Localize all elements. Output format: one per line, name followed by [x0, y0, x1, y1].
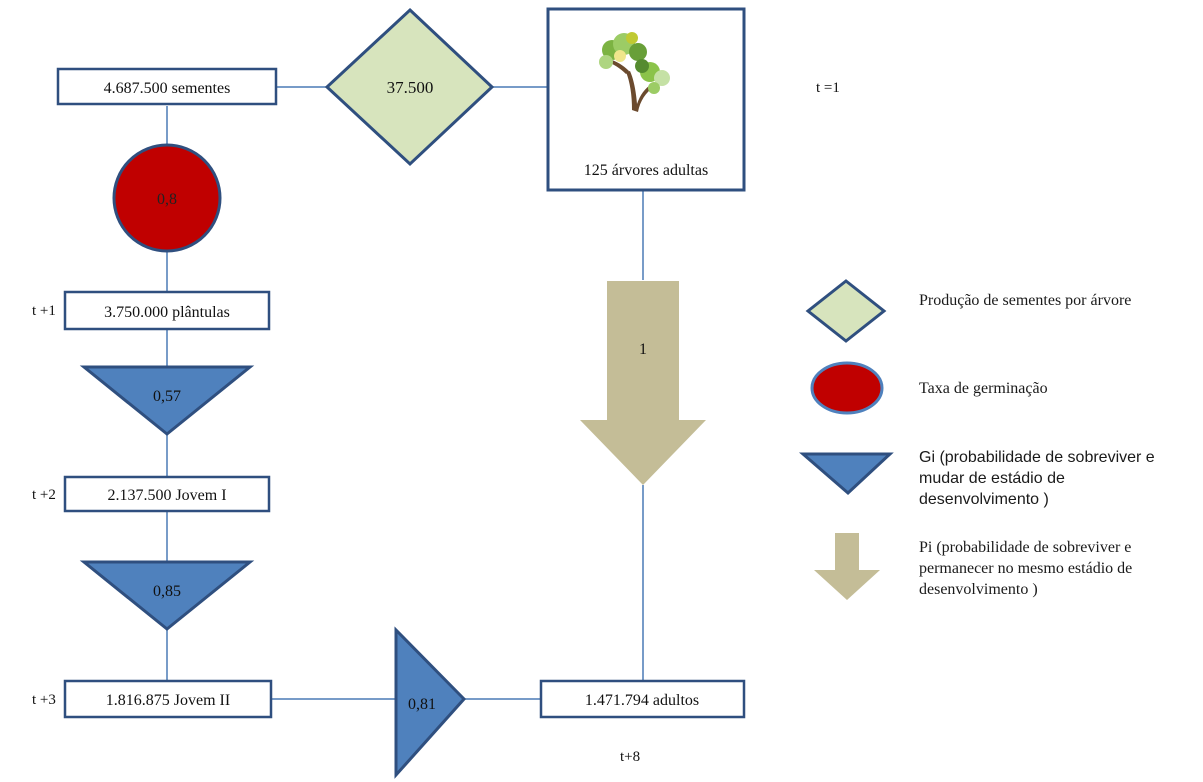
- connector-lines: [166, 86, 644, 700]
- transition-value-jovem2: 0,81: [408, 696, 436, 713]
- node-jovem1: 2.137.500 Jovem I: [63, 475, 271, 513]
- seed-production-diamond: 37.500: [324, 7, 495, 167]
- time-label-t-plus-2: t +2: [32, 487, 56, 503]
- permanence-arrow: 1: [580, 281, 706, 485]
- tree-icon: [599, 32, 670, 112]
- legend-triangle-text: Gi (probabilidade de sobreviver e mudar …: [919, 449, 1155, 508]
- node-arvores: 125 árvores adultas: [546, 7, 746, 192]
- time-label-t1: t =1: [816, 80, 840, 96]
- node-jovem1-label: 2.137.500 Jovem I: [107, 487, 226, 504]
- legend-circle-icon: [810, 361, 884, 415]
- transition-value-plantulas: 0,57: [153, 388, 181, 405]
- legend-triangle-icon: [798, 452, 894, 496]
- permanence-value: 1: [639, 341, 647, 358]
- germination-value: 0,8: [157, 191, 177, 208]
- node-arvores-label: 125 árvores adultas: [584, 162, 708, 179]
- legend-diamond-text: Produção de sementes por árvore: [919, 292, 1132, 309]
- time-label-t-plus-3: t +3: [32, 692, 56, 708]
- transition-triangle-jovem1: 0,85: [79, 560, 255, 631]
- node-jovem2-label: 1.816.875 Jovem II: [106, 692, 230, 709]
- germination-circle: 0,8: [112, 143, 222, 253]
- time-label-t-plus-1: t +1: [32, 303, 56, 319]
- legend-diamond-icon: [805, 279, 887, 343]
- transition-value-jovem1: 0,85: [153, 583, 181, 600]
- node-adultos: 1.471.794 adultos: [539, 679, 746, 719]
- transition-triangle-plantulas: 0,57: [79, 365, 255, 436]
- transition-triangle-jovem2: 0,81: [394, 626, 467, 779]
- node-sementes: 4.687.500 sementes: [56, 67, 278, 106]
- legend-circle-text: Taxa de germinação: [919, 380, 1048, 397]
- node-plantulas-label: 3.750.000 plântulas: [104, 304, 230, 321]
- seed-production-value: 37.500: [387, 78, 434, 97]
- legend-arrow-text: Pi (probabilidade de sobreviver e perman…: [919, 539, 1133, 598]
- node-plantulas: 3.750.000 plântulas: [63, 290, 271, 331]
- node-sementes-label: 4.687.500 sementes: [104, 80, 231, 97]
- node-jovem2: 1.816.875 Jovem II: [63, 679, 273, 719]
- node-adultos-label: 1.471.794 adultos: [585, 692, 699, 709]
- legend-arrow-icon: [814, 533, 880, 600]
- time-label-t-plus-8: t+8: [620, 749, 640, 765]
